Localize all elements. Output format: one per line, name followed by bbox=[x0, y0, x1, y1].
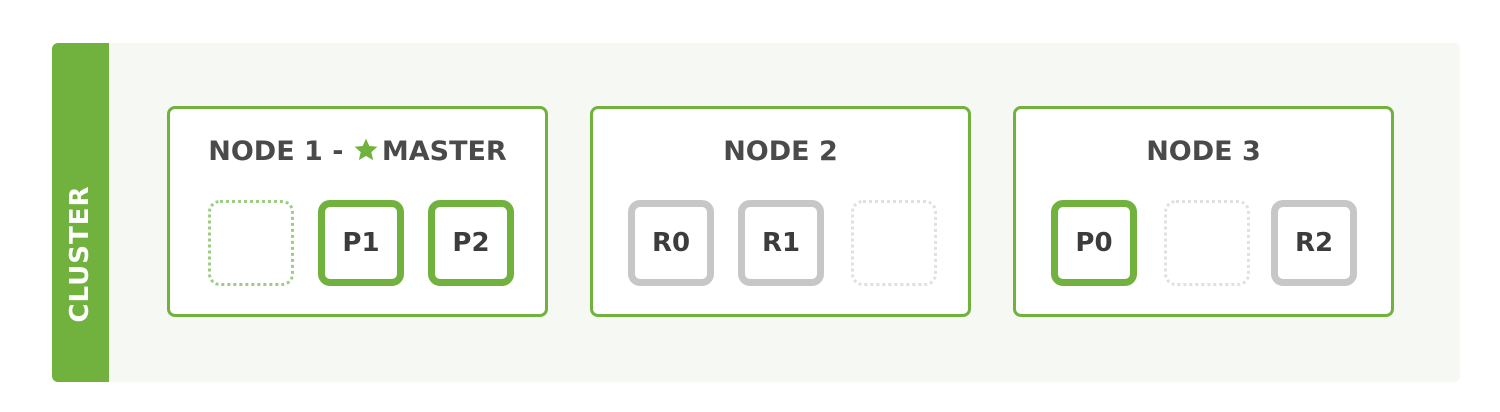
shard-p0: P0 bbox=[1051, 200, 1137, 286]
star-icon bbox=[354, 138, 378, 161]
cluster-label: CLUSTER bbox=[65, 185, 95, 323]
empty-shard-slot bbox=[1164, 200, 1250, 286]
shard-p2: P2 bbox=[428, 200, 514, 286]
shard-r2: R2 bbox=[1271, 200, 1357, 286]
node-title-prefix: NODE 1 - bbox=[208, 136, 353, 167]
shard-p1: P1 bbox=[318, 200, 404, 286]
cluster-tab: CLUSTER bbox=[52, 43, 109, 382]
cluster: CLUSTER NODE 1 - MASTER P1 P2 NODE 2 R0 … bbox=[52, 43, 1460, 382]
empty-shard-slot bbox=[851, 200, 937, 286]
shard-r0: R0 bbox=[628, 200, 714, 286]
node-title: NODE 2 bbox=[723, 136, 838, 167]
node-title-suffix: MASTER bbox=[381, 136, 507, 167]
node-title: NODE 1 - MASTER bbox=[170, 136, 545, 167]
node-title: NODE 3 bbox=[1146, 136, 1261, 167]
node-1: NODE 1 - MASTER P1 P2 bbox=[167, 106, 548, 317]
empty-shard-slot bbox=[208, 200, 294, 286]
node-2: NODE 2 R0 R1 bbox=[590, 106, 971, 317]
node-3: NODE 3 P0 R2 bbox=[1013, 106, 1394, 317]
shard-r1: R1 bbox=[738, 200, 824, 286]
